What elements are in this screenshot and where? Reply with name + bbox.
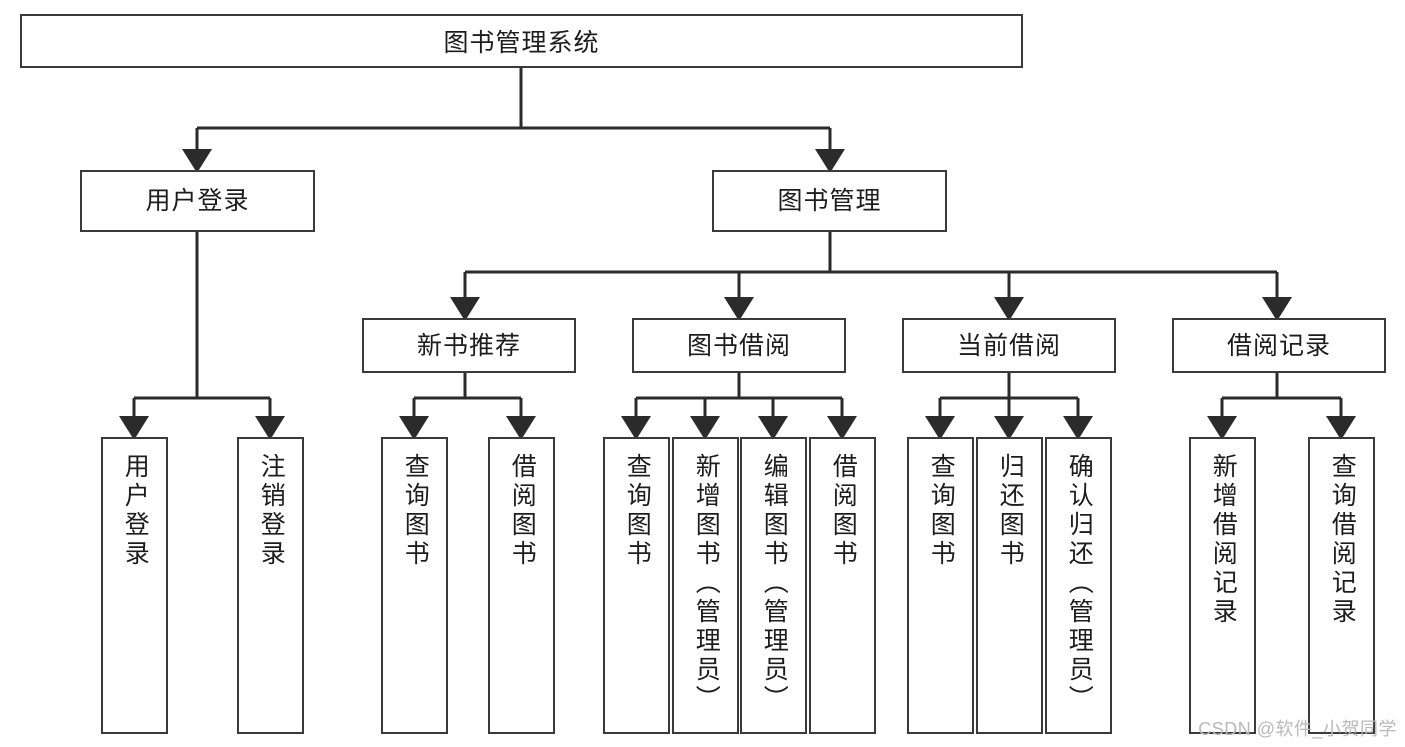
node-leaf-borrow-book-1-label: 借阅图书: [508, 453, 537, 569]
node-leaf-user-login[interactable]: 用户登录: [101, 437, 168, 734]
node-leaf-edit-book[interactable]: 编辑图书（管理员）: [740, 437, 807, 734]
node-leaf-query-book-1-label: 查询图书: [401, 453, 430, 569]
node-root-label: 图书管理系统: [443, 29, 600, 57]
node-book-manage[interactable]: 图书管理: [712, 170, 947, 232]
node-current-borrow[interactable]: 当前借阅: [902, 318, 1116, 373]
node-new-book-recommend-label: 新书推荐: [416, 331, 521, 360]
node-book-borrow-label: 图书借阅: [686, 331, 791, 360]
node-leaf-borrow-book-1[interactable]: 借阅图书: [488, 437, 555, 734]
node-leaf-user-login-label: 用户登录: [121, 453, 150, 569]
node-leaf-query-record-label: 查询借阅记录: [1328, 453, 1357, 627]
node-leaf-query-record[interactable]: 查询借阅记录: [1308, 437, 1375, 734]
node-leaf-query-book-3-label: 查询图书: [927, 453, 956, 569]
node-user-login[interactable]: 用户登录: [80, 170, 315, 232]
node-user-login-label: 用户登录: [145, 187, 250, 215]
node-leaf-logout-login[interactable]: 注销登录: [237, 437, 304, 734]
node-leaf-query-book-3[interactable]: 查询图书: [907, 437, 974, 734]
node-book-manage-label: 图书管理: [777, 187, 882, 215]
node-borrow-record-label: 借阅记录: [1226, 331, 1331, 360]
node-leaf-confirm-return-label: 确认归还（管理员）: [1065, 453, 1094, 714]
node-borrow-record[interactable]: 借阅记录: [1172, 318, 1386, 373]
node-leaf-query-book-2[interactable]: 查询图书: [603, 437, 670, 734]
node-leaf-add-record-label: 新增借阅记录: [1209, 453, 1238, 627]
node-leaf-add-record[interactable]: 新增借阅记录: [1189, 437, 1256, 734]
node-leaf-return-book[interactable]: 归还图书: [976, 437, 1043, 734]
node-leaf-logout-login-label: 注销登录: [257, 453, 286, 569]
node-current-borrow-label: 当前借阅: [956, 331, 1061, 360]
node-leaf-borrow-book-2[interactable]: 借阅图书: [809, 437, 876, 734]
node-leaf-edit-book-label: 编辑图书（管理员）: [760, 453, 789, 714]
node-root[interactable]: 图书管理系统: [20, 14, 1023, 68]
node-leaf-query-book-2-label: 查询图书: [623, 453, 652, 569]
node-leaf-add-book-label: 新增图书（管理员）: [692, 453, 721, 714]
node-book-borrow[interactable]: 图书借阅: [632, 318, 846, 373]
watermark-text: CSDN @软件_小贺同学: [1198, 719, 1397, 739]
node-leaf-confirm-return[interactable]: 确认归还（管理员）: [1045, 437, 1112, 734]
node-leaf-add-book[interactable]: 新增图书（管理员）: [672, 437, 739, 734]
node-leaf-return-book-label: 归还图书: [996, 453, 1025, 569]
node-new-book-recommend[interactable]: 新书推荐: [362, 318, 576, 373]
node-leaf-borrow-book-2-label: 借阅图书: [829, 453, 858, 569]
node-leaf-query-book-1[interactable]: 查询图书: [381, 437, 448, 734]
